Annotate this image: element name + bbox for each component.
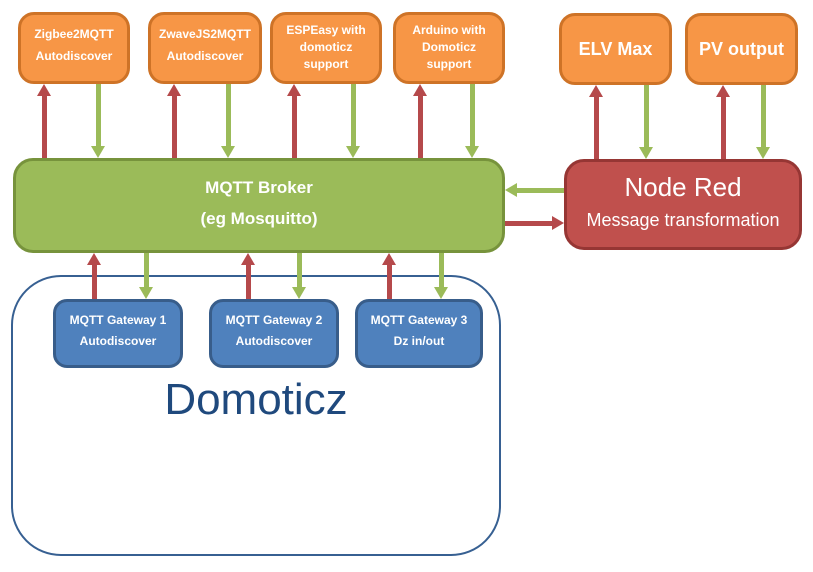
arrow-broker-to-zwave: [166, 84, 182, 158]
arrow-broker-to-gateway1: [138, 253, 154, 299]
arrow-gateway2-to-broker: [240, 253, 256, 299]
node-elv-max: ELV Max: [559, 13, 672, 85]
arrowhead-down: [91, 146, 105, 158]
arrow-shaft: [95, 84, 101, 148]
arrowhead-down: [346, 146, 360, 158]
arrowhead-right: [552, 216, 564, 230]
node-mqtt-gateway-3: MQTT Gateway 3 Dz in/out: [355, 299, 483, 368]
arrow-broker-to-arduino: [412, 84, 428, 158]
domoticz-container: [11, 275, 501, 556]
domoticz-title: Domoticz: [164, 375, 348, 424]
arrowhead-down: [139, 287, 153, 299]
node-label: ELV Max: [578, 38, 653, 59]
arrow-arduino-to-broker: [464, 84, 480, 158]
arrow-shaft: [350, 84, 356, 148]
arrow-broker-to-gateway3: [433, 253, 449, 299]
arrow-nodered-to-pvoutput: [715, 85, 731, 159]
node-label: Autodiscover: [35, 49, 113, 63]
arrowhead-down: [465, 146, 479, 158]
node-label: Arduino with: [412, 23, 486, 38]
arrow-shaft: [720, 95, 726, 159]
arrow-broker-to-zigbee: [36, 84, 52, 158]
arrow-shaft: [245, 263, 251, 299]
arrow-zwave-to-broker: [220, 84, 236, 158]
node-subtitle: Message transformation: [586, 210, 780, 231]
arrow-broker-to-gateway2: [291, 253, 307, 299]
node-label: PV output: [699, 38, 784, 59]
arrow-elvmax-to-nodered: [638, 85, 654, 159]
arrow-nodered-to-broker: [505, 182, 564, 198]
node-node-red: Node Red Message transformation: [564, 159, 802, 250]
arrowhead-down: [639, 147, 653, 159]
arrow-nodered-to-elvmax: [588, 85, 604, 159]
node-label: ESPEasy with: [286, 23, 366, 38]
node-label: MQTT Gateway 1: [69, 313, 167, 327]
node-mqtt-gateway-2: MQTT Gateway 2 Autodiscover: [209, 299, 339, 368]
node-label: MQTT Broker: [205, 178, 313, 197]
node-label: Domoticz: [422, 40, 476, 55]
node-label: MQTT Gateway 3: [370, 313, 468, 327]
node-label: MQTT Gateway 2: [225, 313, 323, 327]
arrowhead-up: [87, 253, 101, 265]
arrow-shaft: [505, 220, 554, 226]
arrow-shaft: [593, 95, 599, 159]
arrowhead-down: [292, 287, 306, 299]
node-espeasy: ESPEasy with domoticz support: [270, 12, 382, 84]
arrow-shaft: [643, 85, 649, 149]
node-mqtt-broker: MQTT Broker (eg Mosquitto): [13, 158, 505, 253]
arrow-zigbee-to-broker: [90, 84, 106, 158]
node-label: ZwaveJS2MQTT: [158, 27, 252, 41]
node-zwavejs2mqtt: ZwaveJS2MQTT Autodiscover: [148, 12, 262, 84]
arrow-shaft: [760, 85, 766, 149]
arrowhead-up: [589, 85, 603, 97]
arrow-pvoutput-to-nodered: [755, 85, 771, 159]
arrow-shaft: [438, 253, 444, 289]
arrowhead-left: [505, 183, 517, 197]
arrowhead-down: [756, 147, 770, 159]
node-label: support: [426, 57, 472, 72]
arrowhead-up: [287, 84, 301, 96]
arrow-shaft: [225, 84, 231, 148]
node-label: Dz in/out: [393, 334, 445, 348]
arrow-shaft: [171, 94, 177, 158]
arrowhead-up: [413, 84, 427, 96]
node-arduino: Arduino with Domoticz support: [393, 12, 505, 84]
node-label: domoticz: [299, 40, 353, 55]
arrow-shaft: [296, 253, 302, 289]
node-label: (eg Mosquitto): [200, 209, 318, 228]
arrow-shaft: [515, 187, 564, 193]
arrow-gateway1-to-broker: [86, 253, 102, 299]
arrow-shaft: [386, 263, 392, 299]
arrow-gateway3-to-broker: [381, 253, 397, 299]
node-zigbee2mqtt: Zigbee2MQTT Autodiscover: [18, 12, 130, 84]
arrow-shaft: [417, 94, 423, 158]
node-label: Autodiscover: [235, 334, 313, 348]
arrow-broker-to-espeasy: [286, 84, 302, 158]
node-title: Node Red: [624, 171, 742, 202]
node-label: support: [303, 57, 349, 72]
node-mqtt-gateway-1: MQTT Gateway 1 Autodiscover: [53, 299, 183, 368]
node-pv-output: PV output: [685, 13, 798, 85]
arrowhead-up: [167, 84, 181, 96]
arrowhead-down: [434, 287, 448, 299]
arrowhead-down: [221, 146, 235, 158]
node-label: Zigbee2MQTT: [34, 27, 114, 41]
arrow-espeasy-to-broker: [345, 84, 361, 158]
arrowhead-up: [716, 85, 730, 97]
arrow-shaft: [143, 253, 149, 289]
node-label: Autodiscover: [166, 49, 244, 63]
arrowhead-up: [241, 253, 255, 265]
node-label: Autodiscover: [79, 334, 157, 348]
arrow-shaft: [91, 263, 97, 299]
arrow-shaft: [469, 84, 475, 148]
arrowhead-up: [382, 253, 396, 265]
arrow-broker-to-nodered: [505, 215, 564, 231]
arrowhead-up: [37, 84, 51, 96]
arrow-shaft: [291, 94, 297, 158]
arrow-shaft: [41, 94, 47, 158]
